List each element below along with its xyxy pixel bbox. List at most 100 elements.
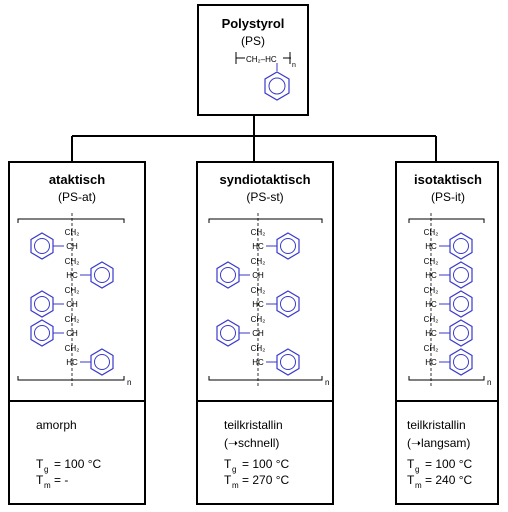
phenyl-ring-icon (216, 261, 240, 289)
polystyrene-title: Polystyrol (222, 16, 285, 31)
phenyl-ring-icon (449, 232, 473, 260)
syndiotaktisch-tg: T g = 100 °C (224, 457, 289, 474)
svg-text:g: g (415, 465, 419, 474)
syndiotaktisch-property: teilkristallin (224, 418, 283, 432)
isotaktisch-title: isotaktisch (414, 172, 482, 187)
column-isotaktisch: isotaktisch (PS-it) nCH₂HCCH₂HCCH₂HCCH₂H… (395, 161, 499, 505)
ch2-group: CH₂ (251, 228, 266, 237)
svg-text:T: T (36, 457, 44, 471)
svg-text:g: g (44, 465, 48, 474)
ch-group: HC (425, 300, 437, 309)
ataktisch-chain: n CH₂ CH CH₂ HC CH₂ CH CH₂ CH CH₂ HC (17, 213, 131, 387)
svg-text:m: m (415, 481, 422, 490)
monomer-formula: CH₂–HC n (235, 52, 296, 101)
ch-group: HC (252, 358, 264, 367)
isotaktisch-tg-value: = 100 °C (425, 457, 472, 471)
connector-lines (71, 115, 437, 162)
ch-group: HC (425, 358, 437, 367)
ch2-group: CH₂ (65, 286, 80, 295)
phenyl-ring-icon (276, 348, 300, 376)
ch-group: HC (425, 271, 437, 280)
ch-group: CH (66, 329, 78, 338)
ch-group: CH (252, 271, 264, 280)
ch-group: CH (66, 242, 78, 251)
svg-text:m: m (44, 481, 51, 490)
isotaktisch-tg: T g = 100 °C (407, 457, 472, 474)
ch-group: HC (66, 271, 78, 280)
polystyrene-abbr: (PS) (241, 34, 265, 48)
top-bracket (208, 218, 323, 223)
ch2-group: CH₂ (251, 344, 266, 353)
ch-group: HC (425, 329, 437, 338)
phenyl-ring-icon (30, 319, 54, 347)
svg-text:m: m (232, 481, 239, 490)
phenyl-ring-icon (264, 71, 290, 101)
isotaktisch-property: teilkristallin (407, 418, 466, 432)
ch-group: HC (252, 300, 264, 309)
bottom-bracket (17, 376, 125, 381)
syndiotaktisch-chain: n CH₂ HC CH₂ CH CH₂ HC CH₂ CH CH₂ HC (208, 213, 329, 387)
bottom-bracket (208, 376, 323, 381)
syndiotaktisch-title: syndiotaktisch (219, 172, 310, 187)
phenyl-ring-icon (449, 348, 473, 376)
top-bracket (408, 218, 485, 223)
ch2-group: CH₂ (251, 286, 266, 295)
ataktisch-property: amorph (36, 418, 77, 432)
ataktisch-tg-value: = 100 °C (54, 457, 101, 471)
ch2-group: CH₂ (65, 315, 80, 324)
repeat-subscript: n (127, 378, 131, 387)
ch2-group: CH₂ (424, 286, 439, 295)
phenyl-ring-icon (276, 232, 300, 260)
ch2-group: CH₂ (424, 315, 439, 324)
syndiotaktisch-tm-value: = 270 °C (242, 473, 289, 487)
phenyl-ring-icon (90, 348, 114, 376)
svg-text:T: T (407, 457, 415, 471)
ataktisch-tm-value: = - (54, 473, 68, 487)
phenyl-ring-icon (90, 261, 114, 289)
syndiotaktisch-tm: T m = 270 °C (224, 473, 289, 490)
monomer-backbone: CH₂–HC (246, 55, 277, 64)
isotaktisch-property-detail: (➝langsam) (407, 436, 470, 450)
ch2-group: CH₂ (251, 257, 266, 266)
ch-group: CH (66, 300, 78, 309)
ch-group: HC (425, 242, 437, 251)
ch2-group: CH₂ (65, 344, 80, 353)
ch-group: CH (252, 329, 264, 338)
svg-text:T: T (224, 457, 232, 471)
ch-group: HC (252, 242, 264, 251)
ch-group: HC (66, 358, 78, 367)
ataktisch-tm: T m = - (36, 473, 68, 490)
isotaktisch-tm-value: = 240 °C (425, 473, 472, 487)
phenyl-ring-icon (449, 319, 473, 347)
polystyrene-box: Polystyrol (PS) CH₂–HC n (197, 4, 309, 116)
ch2-group: CH₂ (424, 257, 439, 266)
ataktisch-tg: T g = 100 °C (36, 457, 101, 474)
phenyl-ring-icon (30, 290, 54, 318)
column-syndiotaktisch: syndiotaktisch (PS-st) n CH₂ HC CH₂ CH CH₂ HC C… (196, 161, 334, 505)
phenyl-ring-icon (30, 232, 54, 260)
isotaktisch-abbr: (PS-it) (431, 190, 465, 204)
phenyl-ring-icon (276, 290, 300, 318)
svg-text:T: T (36, 473, 44, 487)
phenyl-ring-icon (449, 261, 473, 289)
phenyl-ring-icon (449, 290, 473, 318)
phenyl-ring-icon (216, 319, 240, 347)
svg-text:g: g (232, 465, 236, 474)
ataktisch-title: ataktisch (49, 172, 105, 187)
syndiotaktisch-property-detail: (➝schnell) (224, 436, 279, 450)
ataktisch-abbr: (PS-at) (58, 190, 96, 204)
ch2-group: CH₂ (65, 257, 80, 266)
svg-text:T: T (224, 473, 232, 487)
syndiotaktisch-abbr: (PS-st) (246, 190, 283, 204)
monomer-subscript: n (292, 62, 296, 69)
repeat-subscript: n (325, 378, 329, 387)
ch2-group: CH₂ (65, 228, 80, 237)
ch2-group: CH₂ (251, 315, 266, 324)
ch2-group: CH₂ (424, 228, 439, 237)
bottom-bracket (408, 376, 485, 381)
isotaktisch-tm: T m = 240 °C (407, 473, 472, 490)
syndiotaktisch-tg-value: = 100 °C (242, 457, 289, 471)
ch2-group: CH₂ (424, 344, 439, 353)
